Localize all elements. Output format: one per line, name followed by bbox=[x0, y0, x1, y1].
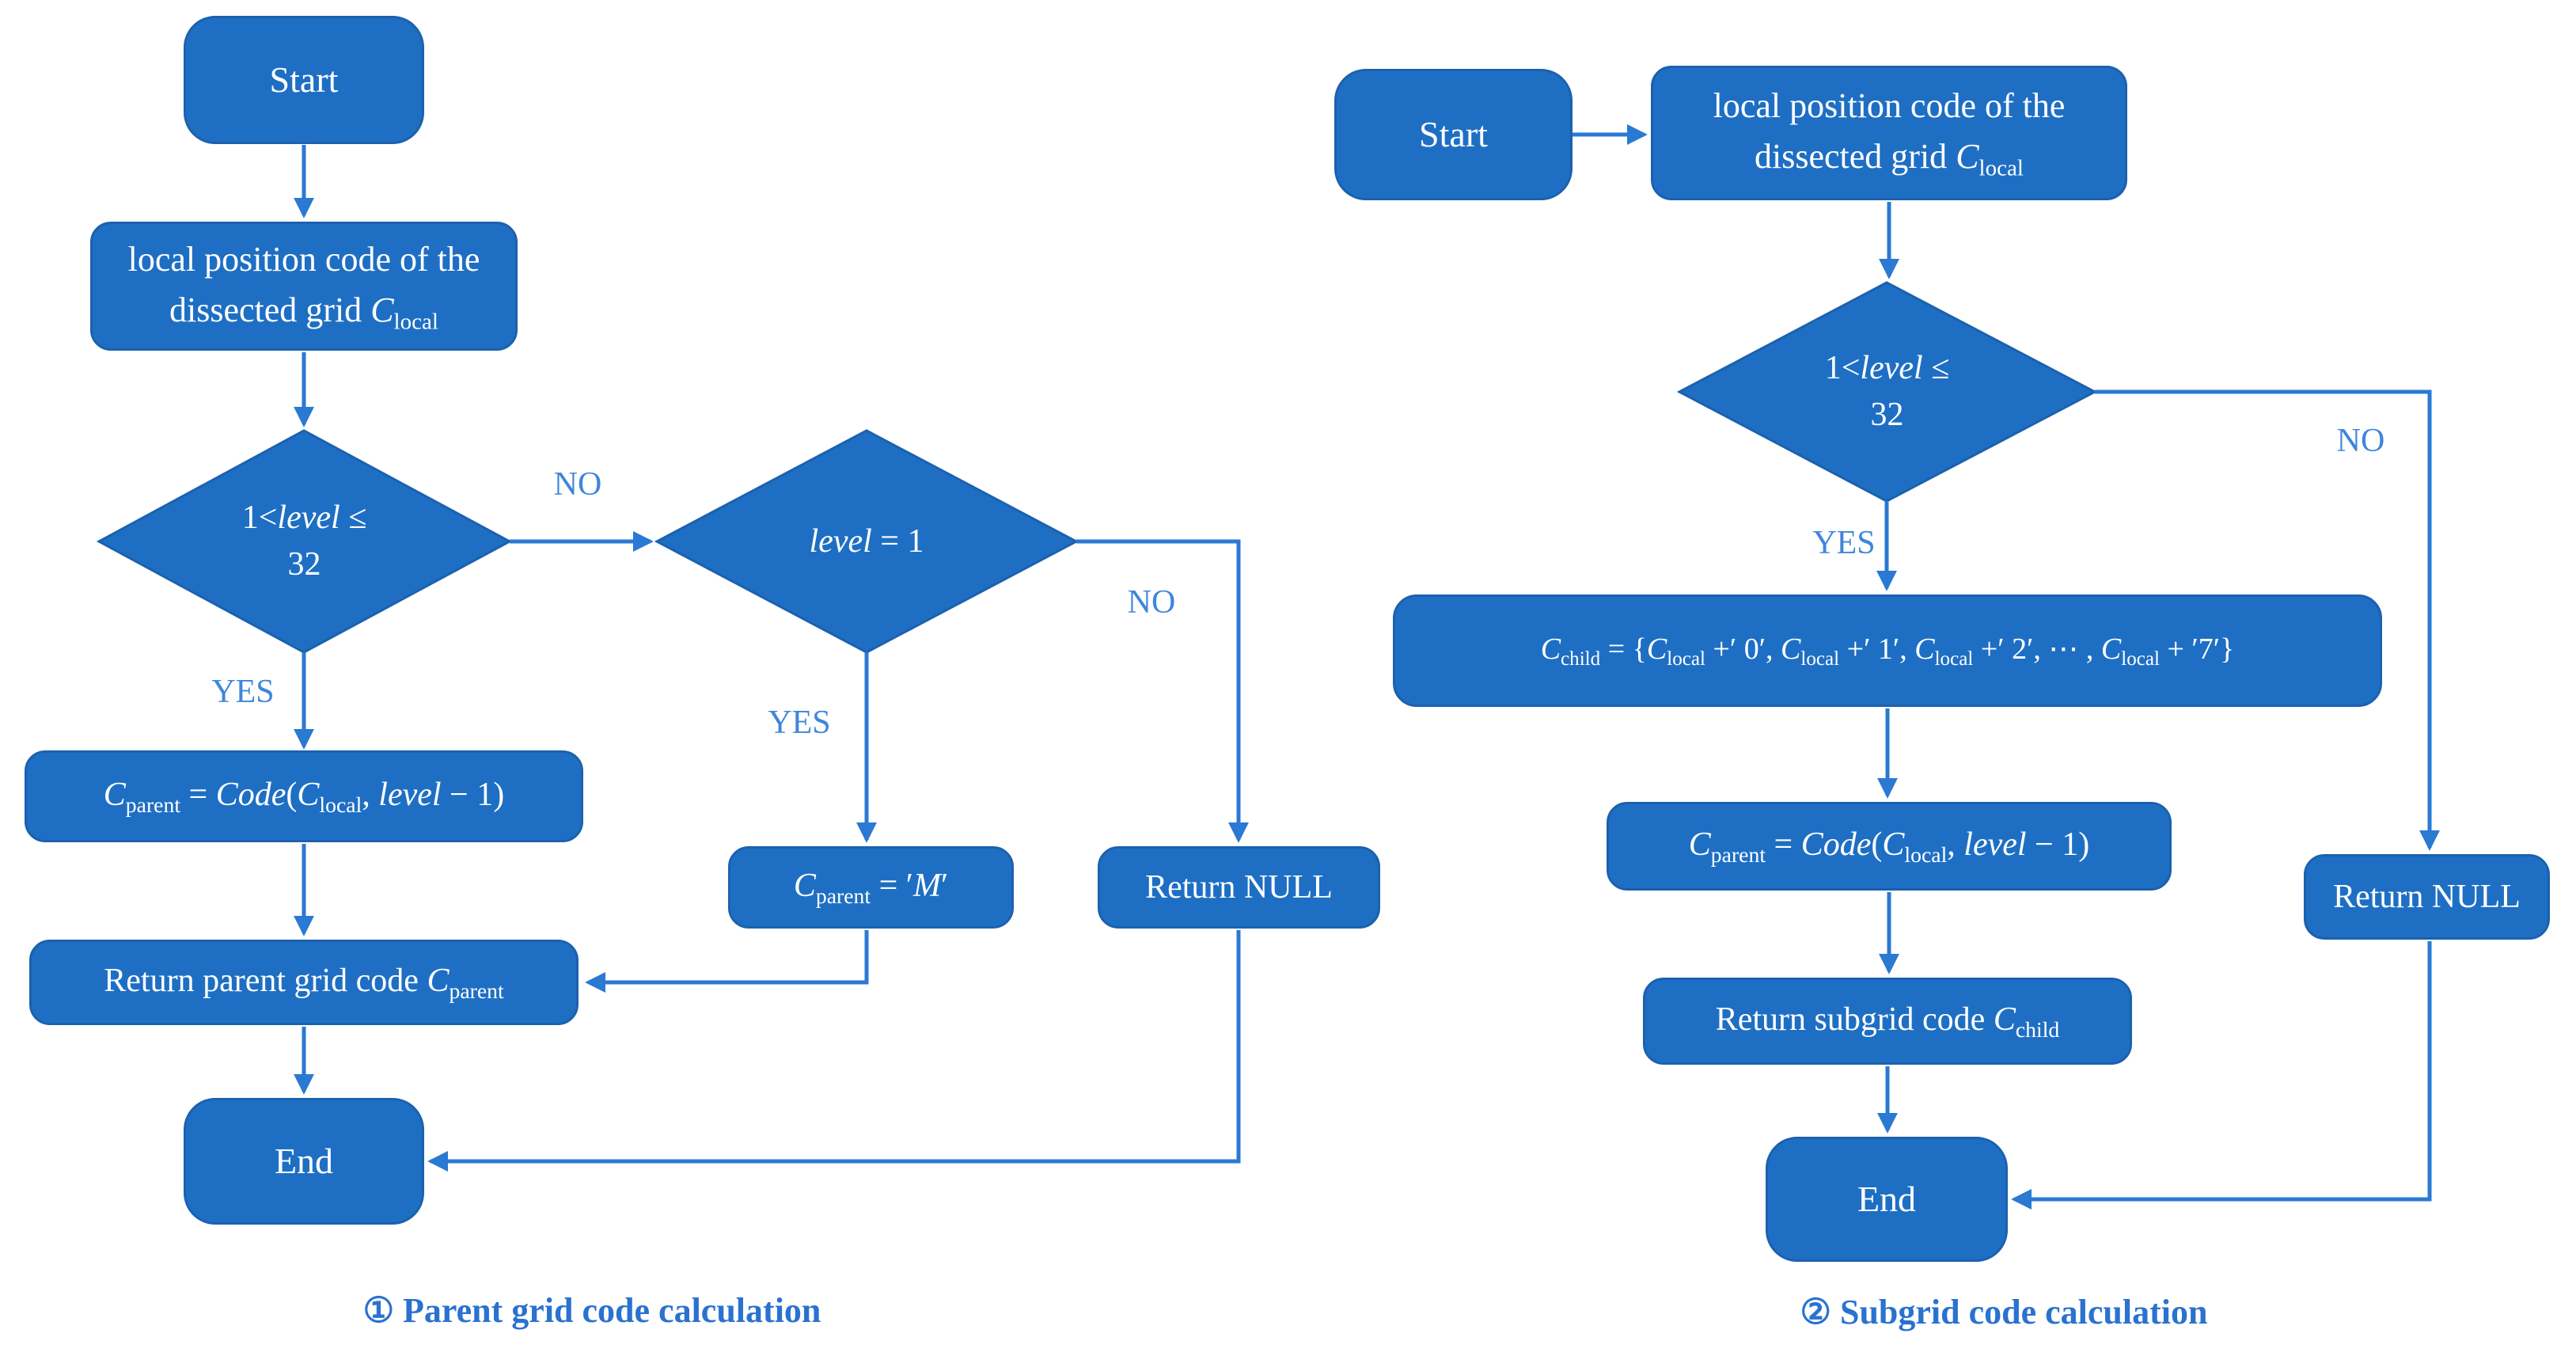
node-left-range-check: 1<level ≤32 bbox=[241, 499, 367, 583]
branch-label-left-eq1-no: NO bbox=[1127, 584, 1176, 621]
branch-label-right-range-yes: YES bbox=[1812, 525, 1876, 561]
node-left-parent-m: Cparent = ′M′ bbox=[728, 846, 1014, 929]
node-right-start: Start bbox=[1334, 69, 1573, 200]
node-left-parent-formula: Cparent = Code(Clocal, level − 1) bbox=[25, 750, 583, 842]
node-left-return-parent: Return parent grid code Cparent bbox=[29, 940, 579, 1025]
branch-label-left-eq1-yes: YES bbox=[768, 705, 831, 741]
connector-left-m-to-return bbox=[585, 930, 869, 993]
branch-label-left-range-yes: YES bbox=[211, 674, 275, 710]
connector-left-eq1-no-to-null bbox=[1076, 539, 1249, 843]
node-right-child-formula: Cchild = {Clocal +′ 0′, Clocal +′ 1′, Cl… bbox=[1393, 594, 2382, 707]
connector-right-null-to-end bbox=[2011, 941, 2432, 1210]
node-left-start: Start bbox=[184, 16, 424, 144]
branch-label-left-range-no: NO bbox=[553, 466, 602, 503]
node-right-return-null: Return NULL bbox=[2304, 854, 2550, 940]
node-left-end: End bbox=[184, 1098, 424, 1225]
connector-right-range-no-to-null bbox=[2095, 389, 2440, 851]
node-left-eq1-check: level = 1 bbox=[809, 522, 924, 560]
node-right-return-subgrid: Return subgrid code Cchild bbox=[1643, 978, 2132, 1065]
caption-left-chart: ① Parent grid code calculation bbox=[362, 1291, 821, 1330]
node-left-return-null: Return NULL bbox=[1098, 846, 1380, 929]
connector-left-null-to-end bbox=[427, 930, 1241, 1172]
branch-label-right-range-no: NO bbox=[2336, 423, 2385, 459]
node-right-end: End bbox=[1766, 1137, 2008, 1262]
node-right-parent-formula: Cparent = Code(Clocal, level − 1) bbox=[1607, 802, 2172, 891]
node-right-range-check: 1<level ≤32 bbox=[1824, 350, 1950, 433]
caption-right-chart: ② Subgrid code calculation bbox=[1800, 1293, 2208, 1331]
